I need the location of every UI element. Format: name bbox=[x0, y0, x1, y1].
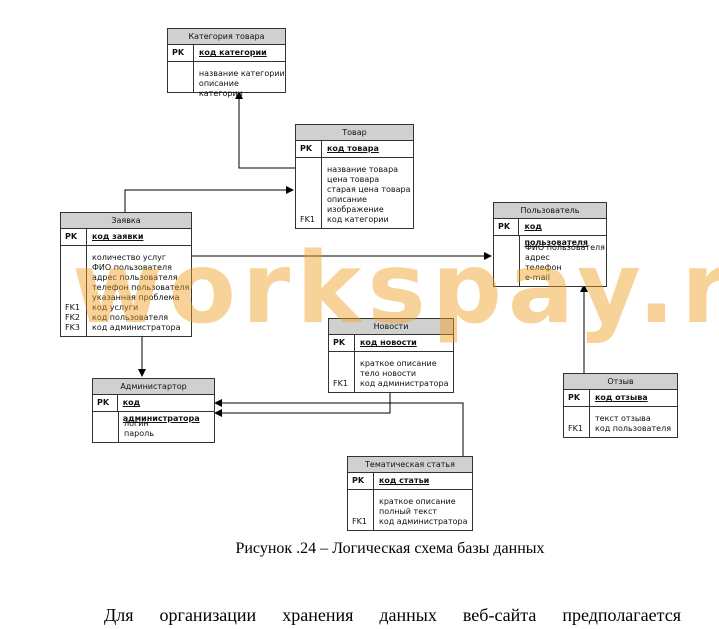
key-label bbox=[97, 429, 118, 439]
figure-caption: Рисунок .24 – Логическая схема базы данн… bbox=[235, 540, 545, 557]
pk-label: PK bbox=[564, 390, 590, 406]
key-label bbox=[65, 273, 86, 283]
key-label bbox=[97, 419, 118, 429]
entity-title: Отзыв bbox=[564, 374, 677, 390]
primary-key: код товара bbox=[327, 144, 379, 153]
entity-article[interactable]: Тематическая статья PK код статьи FK1 крат… bbox=[347, 456, 473, 531]
key-label bbox=[300, 205, 321, 215]
key-label bbox=[352, 497, 373, 507]
field: изображение bbox=[327, 205, 384, 214]
primary-key: код отзыва bbox=[595, 393, 648, 402]
field: адрес bbox=[525, 253, 550, 262]
field: код администратора bbox=[379, 517, 468, 526]
entity-title: Тематическая статья bbox=[348, 457, 472, 473]
field: ФИО пользователя bbox=[525, 243, 605, 252]
body-paragraph: Для организации хранения данных веб-сайт… bbox=[104, 605, 681, 625]
key-label: FK1 bbox=[333, 379, 348, 388]
key-label bbox=[498, 273, 519, 283]
primary-key: код администратора bbox=[122, 398, 200, 423]
key-label: FK1 bbox=[300, 215, 315, 224]
key-label bbox=[333, 359, 354, 369]
field: e-mail bbox=[525, 273, 550, 282]
field: адрес пользователя bbox=[92, 273, 178, 282]
entity-title: Категория товара bbox=[168, 29, 285, 45]
primary-key: код заявки bbox=[92, 232, 144, 241]
field: код администратора bbox=[92, 323, 181, 332]
field: код администратора bbox=[360, 379, 449, 388]
entity-title: Товар bbox=[296, 125, 413, 141]
field: пароль bbox=[124, 429, 154, 438]
field: описание bbox=[327, 195, 367, 204]
rel-product-category bbox=[235, 91, 295, 169]
field: краткое описание bbox=[360, 359, 437, 368]
pk-label: PK bbox=[168, 45, 194, 61]
field: цена товара bbox=[327, 175, 380, 184]
key-label: FK1 bbox=[65, 303, 80, 312]
field: код пользователя bbox=[92, 313, 169, 322]
pk-label: PK bbox=[296, 141, 322, 157]
key-label bbox=[65, 283, 86, 293]
key-label: FK3 bbox=[65, 323, 80, 332]
key-label bbox=[568, 414, 589, 424]
key-label bbox=[333, 369, 354, 379]
key-label bbox=[300, 175, 321, 185]
key-label bbox=[498, 243, 519, 253]
pk-label: PK bbox=[494, 219, 520, 235]
key-label: FK1 bbox=[568, 424, 583, 433]
rel-article-admin bbox=[214, 399, 464, 456]
field: описание категории bbox=[198, 79, 243, 98]
key-label bbox=[172, 79, 193, 89]
field: телефон bbox=[525, 263, 562, 272]
rel-order-product bbox=[124, 186, 294, 212]
pk-label: PK bbox=[61, 229, 87, 245]
pk-label: PK bbox=[348, 473, 374, 489]
field: код услуги bbox=[92, 303, 139, 312]
field: тело новости bbox=[360, 369, 417, 378]
entity-category[interactable]: Категория товара PK код категории названи… bbox=[167, 28, 286, 98]
key-label bbox=[352, 507, 373, 517]
field: краткое описание bbox=[379, 497, 456, 506]
field: старая цена товара bbox=[327, 185, 411, 194]
primary-key: код категории bbox=[199, 48, 267, 57]
field: логин bbox=[124, 419, 149, 428]
key-label bbox=[300, 165, 321, 175]
key-label: FK1 bbox=[352, 517, 367, 526]
pk-label: PK bbox=[329, 335, 355, 351]
key-label bbox=[65, 263, 86, 273]
key-label bbox=[65, 293, 86, 303]
entity-title: Администартор bbox=[93, 379, 214, 395]
key-label bbox=[300, 195, 321, 205]
field: телефон пользователя bbox=[92, 283, 190, 292]
pk-label: PK bbox=[93, 395, 118, 411]
entity-news[interactable]: Новости PK код новости FK1 краткое описани… bbox=[328, 318, 454, 393]
field: код категории bbox=[327, 215, 389, 224]
field: код пользователя bbox=[595, 424, 672, 433]
field: название категории bbox=[198, 69, 285, 78]
key-label bbox=[498, 253, 519, 263]
entity-title: Новости bbox=[329, 319, 453, 335]
field: указанная проблема bbox=[92, 293, 180, 302]
key-label bbox=[172, 69, 193, 79]
primary-key: код новости bbox=[360, 338, 417, 347]
field: текст отзыва bbox=[595, 414, 651, 423]
field: название товара bbox=[327, 165, 399, 174]
entity-title: Заявка bbox=[61, 213, 191, 229]
key-label: FK2 bbox=[65, 313, 80, 322]
entity-title: Пользователь bbox=[494, 203, 606, 219]
primary-key: код статьи bbox=[379, 476, 430, 485]
field: ФИО пользователя bbox=[92, 263, 172, 272]
key-label bbox=[65, 253, 86, 263]
key-label bbox=[300, 185, 321, 195]
field: количество услуг bbox=[92, 253, 167, 262]
rel-news-admin bbox=[214, 389, 391, 417]
field: полный текст bbox=[379, 507, 437, 516]
key-label bbox=[498, 263, 519, 273]
primary-key: код пользователя bbox=[524, 222, 589, 247]
